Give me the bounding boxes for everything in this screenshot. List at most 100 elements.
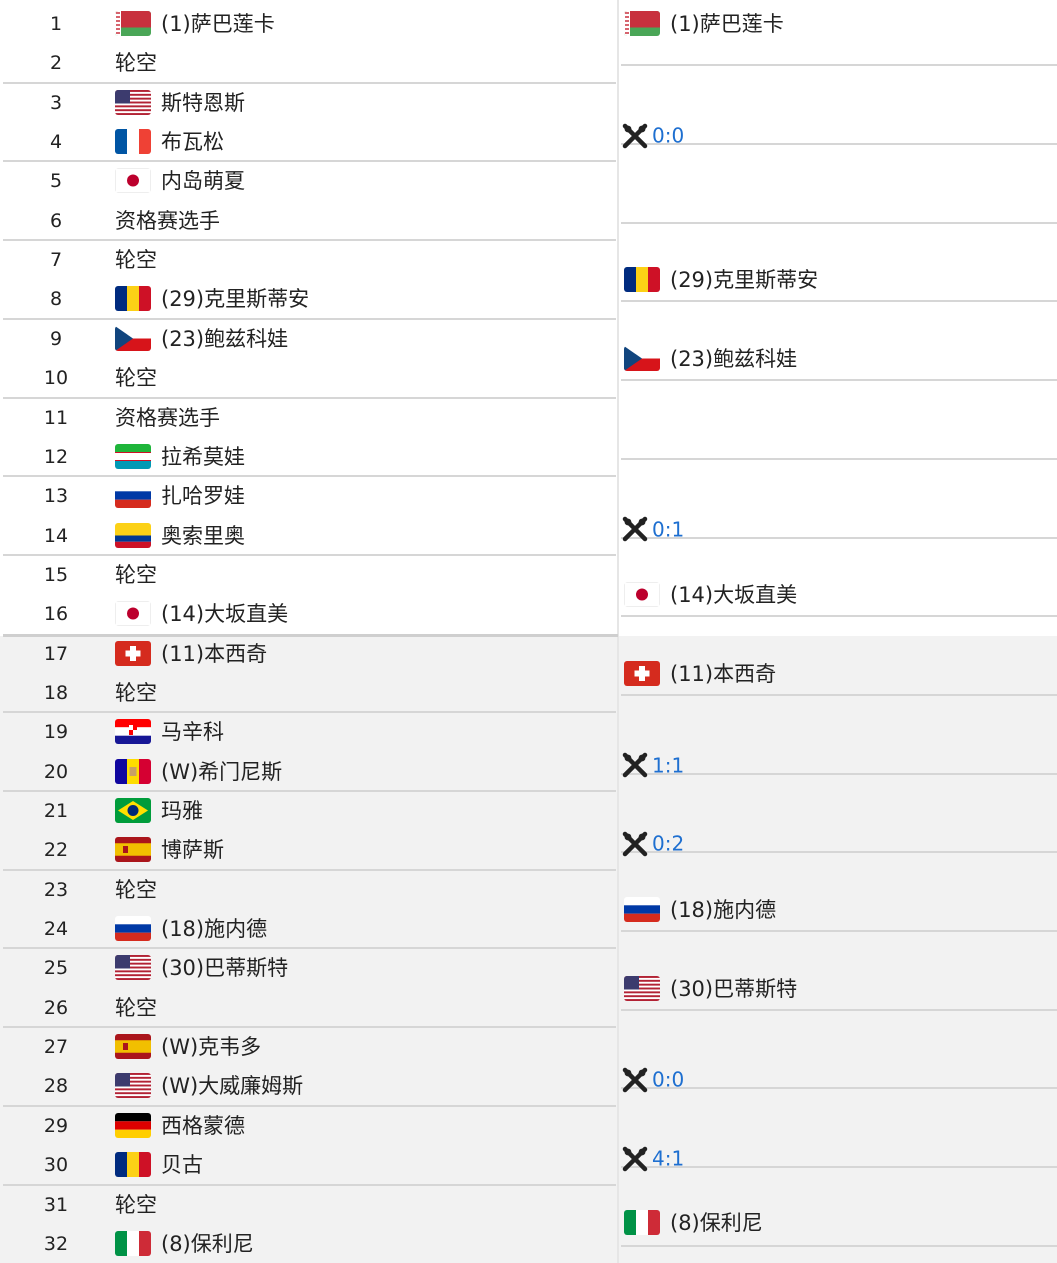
- round2-player[interactable]: (14)大坂直美: [621, 576, 1051, 614]
- player-name: 斯特恩斯: [161, 90, 245, 115]
- draw-position: 3: [49, 91, 63, 114]
- round1-row[interactable]: 3 斯特恩斯: [3, 84, 616, 122]
- player-name: 轮空: [115, 877, 157, 902]
- score-value: 1:1: [652, 753, 685, 778]
- russia-flag-icon: [624, 897, 660, 923]
- round1-row[interactable]: 10 轮空: [3, 359, 616, 397]
- round1-row[interactable]: 27(W)克韦多: [3, 1028, 616, 1066]
- japan-flag-icon: [115, 601, 151, 627]
- round1-row[interactable]: 20(W)希门尼斯: [3, 753, 616, 791]
- round2-player[interactable]: (18)施内德: [621, 891, 1051, 929]
- crossed-rackets-icon: [622, 1146, 648, 1172]
- round2-player[interactable]: (23)鲍兹科娃: [621, 340, 1051, 378]
- player-name: (23)鲍兹科娃: [161, 326, 289, 351]
- score-value: 0:0: [652, 123, 685, 148]
- match-score[interactable]: 0:0: [622, 1064, 684, 1094]
- player-name: 内岛萌夏: [161, 169, 245, 194]
- draw-position: 12: [43, 445, 69, 468]
- player-name: 轮空: [115, 51, 157, 76]
- round2-separator: [621, 143, 1057, 146]
- draw-position: 4: [49, 131, 63, 154]
- round2-separator: [621, 221, 1057, 224]
- player-name: (14)大坂直美: [161, 602, 289, 627]
- round1-row[interactable]: 16(14)大坂直美: [3, 595, 616, 633]
- round2-player[interactable]: (29)克里斯蒂安: [621, 261, 1051, 299]
- match-score[interactable]: 1:1: [622, 750, 684, 780]
- round1-row[interactable]: 13 扎哈罗娃: [3, 477, 616, 515]
- round1-row[interactable]: 32(8)保利尼: [3, 1225, 616, 1263]
- player-name: 奥索里奥: [161, 523, 245, 548]
- draw-position: 6: [49, 209, 63, 232]
- round1-row[interactable]: 25(30)巴蒂斯特: [3, 949, 616, 987]
- romania-flag-icon: [115, 286, 151, 312]
- player-name: 博萨斯: [161, 838, 224, 863]
- round1-row[interactable]: 17(11)本西奇: [3, 635, 616, 673]
- match-separator: [3, 868, 616, 871]
- match-score[interactable]: 0:2: [622, 828, 684, 858]
- round1-row[interactable]: 9(23)鲍兹科娃: [3, 320, 616, 358]
- match-score[interactable]: 4:1: [622, 1143, 684, 1173]
- japan-flag-icon: [115, 168, 151, 194]
- round2-separator: [621, 1166, 1057, 1169]
- draw-position: 7: [49, 249, 63, 272]
- italy-flag-icon: [115, 1230, 151, 1256]
- round2-separator: [621, 536, 1057, 539]
- round2-separator: [621, 457, 1057, 460]
- draw-position: 13: [43, 485, 69, 508]
- player-name: (8)保利尼: [161, 1231, 254, 1256]
- player-name: 马辛科: [161, 720, 224, 745]
- match-separator: [3, 396, 616, 399]
- round1-row[interactable]: 28(W)大威廉姆斯: [3, 1067, 616, 1105]
- round2-player[interactable]: (8)保利尼: [621, 1204, 1051, 1242]
- draw-position: 18: [43, 681, 69, 704]
- round2-player[interactable]: (30)巴蒂斯特: [621, 970, 1051, 1008]
- match-score[interactable]: 0:0: [622, 120, 684, 150]
- round1-row[interactable]: 8(29)克里斯蒂安: [3, 280, 616, 318]
- round2-player[interactable]: (11)本西奇: [621, 655, 1051, 693]
- player-name: 轮空: [115, 366, 157, 391]
- column-divider: [617, 0, 619, 1263]
- score-value: 0:0: [652, 1067, 685, 1092]
- usa-flag-icon: [115, 89, 151, 115]
- germany-flag-icon: [115, 1112, 151, 1138]
- draw-position: 24: [43, 918, 69, 941]
- player-name: 布瓦松: [161, 130, 224, 155]
- uzbekistan-flag-icon: [115, 443, 151, 469]
- player-name: 扎哈罗娃: [161, 484, 245, 509]
- round1-row[interactable]: 4 布瓦松: [3, 123, 616, 161]
- croatia-flag-icon: [115, 719, 151, 745]
- player-name: (30)巴蒂斯特: [161, 956, 289, 981]
- round1-row[interactable]: 1(1)萨巴莲卡: [3, 5, 616, 43]
- round1-row[interactable]: 24(18)施内德: [3, 910, 616, 948]
- player-name: (11)本西奇: [670, 661, 777, 686]
- match-separator: [3, 1183, 616, 1186]
- draw-position: 10: [43, 367, 69, 390]
- spain-flag-icon: [115, 1034, 151, 1060]
- round2-player[interactable]: (1)萨巴莲卡: [621, 5, 1051, 43]
- player-name: (18)施内德: [670, 898, 777, 923]
- usa-flag-icon: [624, 975, 660, 1001]
- round2-separator: [621, 930, 1057, 933]
- match-separator: [3, 1026, 616, 1029]
- match-score[interactable]: 0:1: [622, 514, 684, 544]
- colombia-flag-icon: [115, 522, 151, 548]
- draw-position: 11: [43, 406, 69, 429]
